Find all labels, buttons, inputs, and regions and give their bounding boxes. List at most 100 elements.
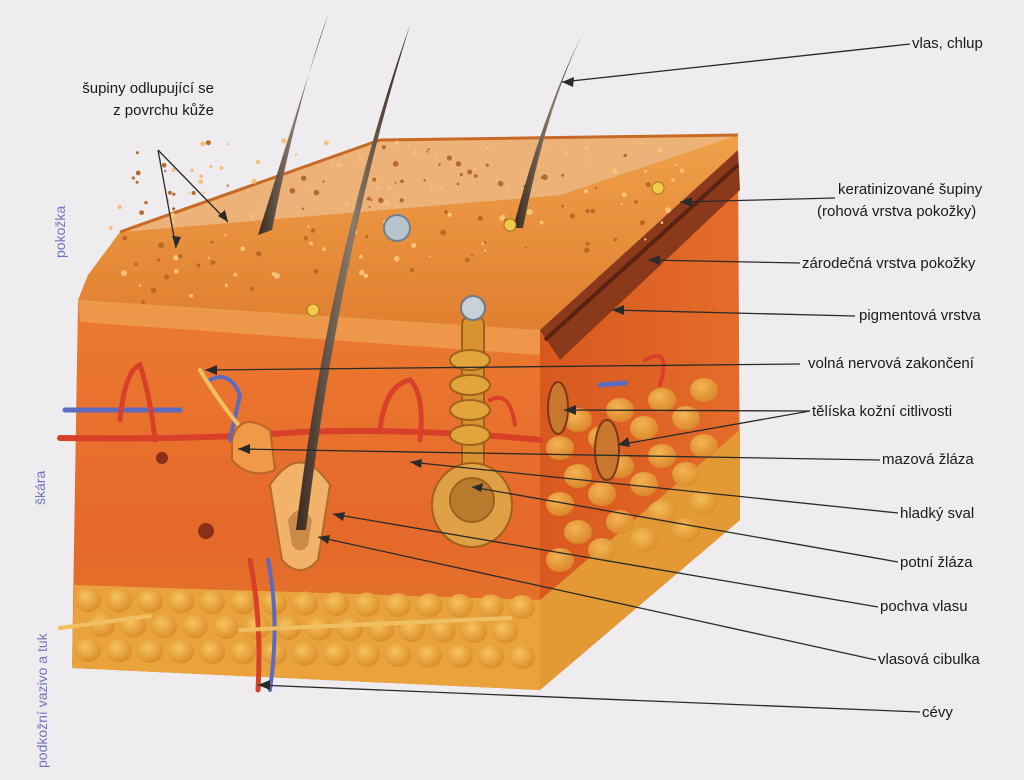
surface-speckle (210, 260, 216, 265)
surface-speckle (426, 150, 428, 153)
label-germinal-layer: zárodečná vrstva pokožky (802, 255, 976, 272)
surface-speckle (539, 220, 544, 225)
surface-speckle (394, 181, 397, 184)
surface-speckle (399, 198, 404, 203)
surface-speckle (541, 174, 548, 181)
surface-speckle (322, 180, 325, 183)
surface-speckle (583, 189, 589, 194)
fat-cell (672, 462, 700, 486)
surface-speckle (473, 167, 476, 170)
surface-speckle (131, 176, 135, 180)
surface-speckle (331, 163, 334, 167)
tactile-corpuscle (547, 381, 569, 435)
label-keratinized-scales: keratinizované šupiny (838, 181, 983, 198)
surface-speckle (363, 273, 369, 279)
surface-speckle (423, 179, 426, 182)
surface-speckle (173, 269, 179, 274)
surface-speckle (359, 254, 363, 259)
fat-cell (630, 416, 658, 440)
surface-speckle (164, 169, 167, 173)
surface-speckle (173, 255, 179, 261)
surface-speckle (301, 207, 305, 210)
surface-speckle (135, 170, 141, 176)
surface-speckle (226, 184, 229, 187)
surface-speckle (376, 187, 380, 191)
fat-cell (588, 538, 616, 562)
layer-label-dermis: škára (32, 470, 48, 505)
fat-cell (430, 618, 456, 643)
surface-speckle (564, 151, 569, 155)
surface-speckle (621, 192, 627, 198)
surface-speckle (144, 201, 148, 205)
fat-cell (385, 643, 411, 667)
surface-speckle (135, 151, 139, 155)
surface-speckle (191, 191, 196, 195)
surface-speckle (459, 172, 463, 177)
fat-cell (447, 594, 473, 618)
fat-cell (323, 592, 349, 616)
label-stratum-corneum: (rohová vrstva pokožky) (817, 203, 977, 220)
surface-speckle (634, 200, 638, 204)
surface-speckle (307, 225, 310, 228)
surface-speckle (569, 213, 576, 219)
surface-speckle (108, 226, 113, 230)
fat-cell (564, 408, 592, 432)
surface-speckle (171, 168, 176, 173)
surface-speckle (240, 246, 245, 252)
fat-cell (588, 482, 616, 506)
surface-speckle (313, 268, 319, 274)
surface-speckle (561, 173, 565, 177)
surface-speckle (324, 140, 329, 146)
fat-cell (106, 638, 132, 663)
surface-speckle (384, 200, 390, 206)
surface-speckle (310, 228, 316, 233)
surface-speckle (623, 153, 627, 158)
surface-speckle (370, 198, 373, 202)
surface-speckle (372, 177, 377, 182)
fat-cell (416, 643, 442, 668)
fat-cell (672, 406, 700, 430)
surface-speckle (400, 179, 404, 184)
fat-cell (230, 590, 256, 615)
surface-speckle (368, 205, 371, 208)
surface-speckle (224, 283, 229, 287)
surface-speckle (485, 145, 489, 150)
surface-speckle (139, 210, 145, 216)
surface-speckle (172, 207, 176, 211)
surface-speckle (171, 220, 176, 224)
surface-speckle (305, 183, 308, 186)
surface-speckle (233, 272, 238, 277)
surface-speckle (301, 175, 307, 181)
surface-speckle (526, 209, 533, 216)
fat-cell (182, 614, 208, 639)
fat-cell (648, 388, 676, 412)
fat-cell (492, 619, 518, 644)
surface-speckle (352, 166, 355, 169)
surface-speckle (485, 163, 489, 167)
surface-speckle (200, 141, 206, 147)
surface-speckle (187, 192, 191, 195)
surface-speckle (303, 236, 308, 241)
surface-speckle (455, 161, 462, 167)
surface-speckle (585, 209, 590, 214)
surface-speckle (134, 262, 139, 267)
fat-cells (75, 378, 718, 669)
surface-speckle (477, 215, 483, 221)
surface-speckle (387, 185, 392, 190)
fat-cell (106, 588, 132, 613)
fat-cell (606, 510, 634, 534)
surface-speckle (294, 153, 298, 156)
surface-speckle (660, 221, 664, 224)
surface-speckle (561, 204, 564, 208)
surface-speckle (366, 196, 371, 201)
label-tactile-corpuscles: tělíska kožní citlivosti (812, 403, 953, 420)
surface-speckle (505, 188, 509, 192)
surface-speckle (345, 201, 349, 206)
fat-cell (75, 638, 101, 662)
surface-speckle (499, 215, 506, 221)
surface-speckle (256, 251, 262, 257)
hairs (258, 15, 592, 530)
surface-speckle (446, 155, 452, 161)
fat-cell (89, 613, 115, 637)
surface-speckle (359, 269, 365, 276)
